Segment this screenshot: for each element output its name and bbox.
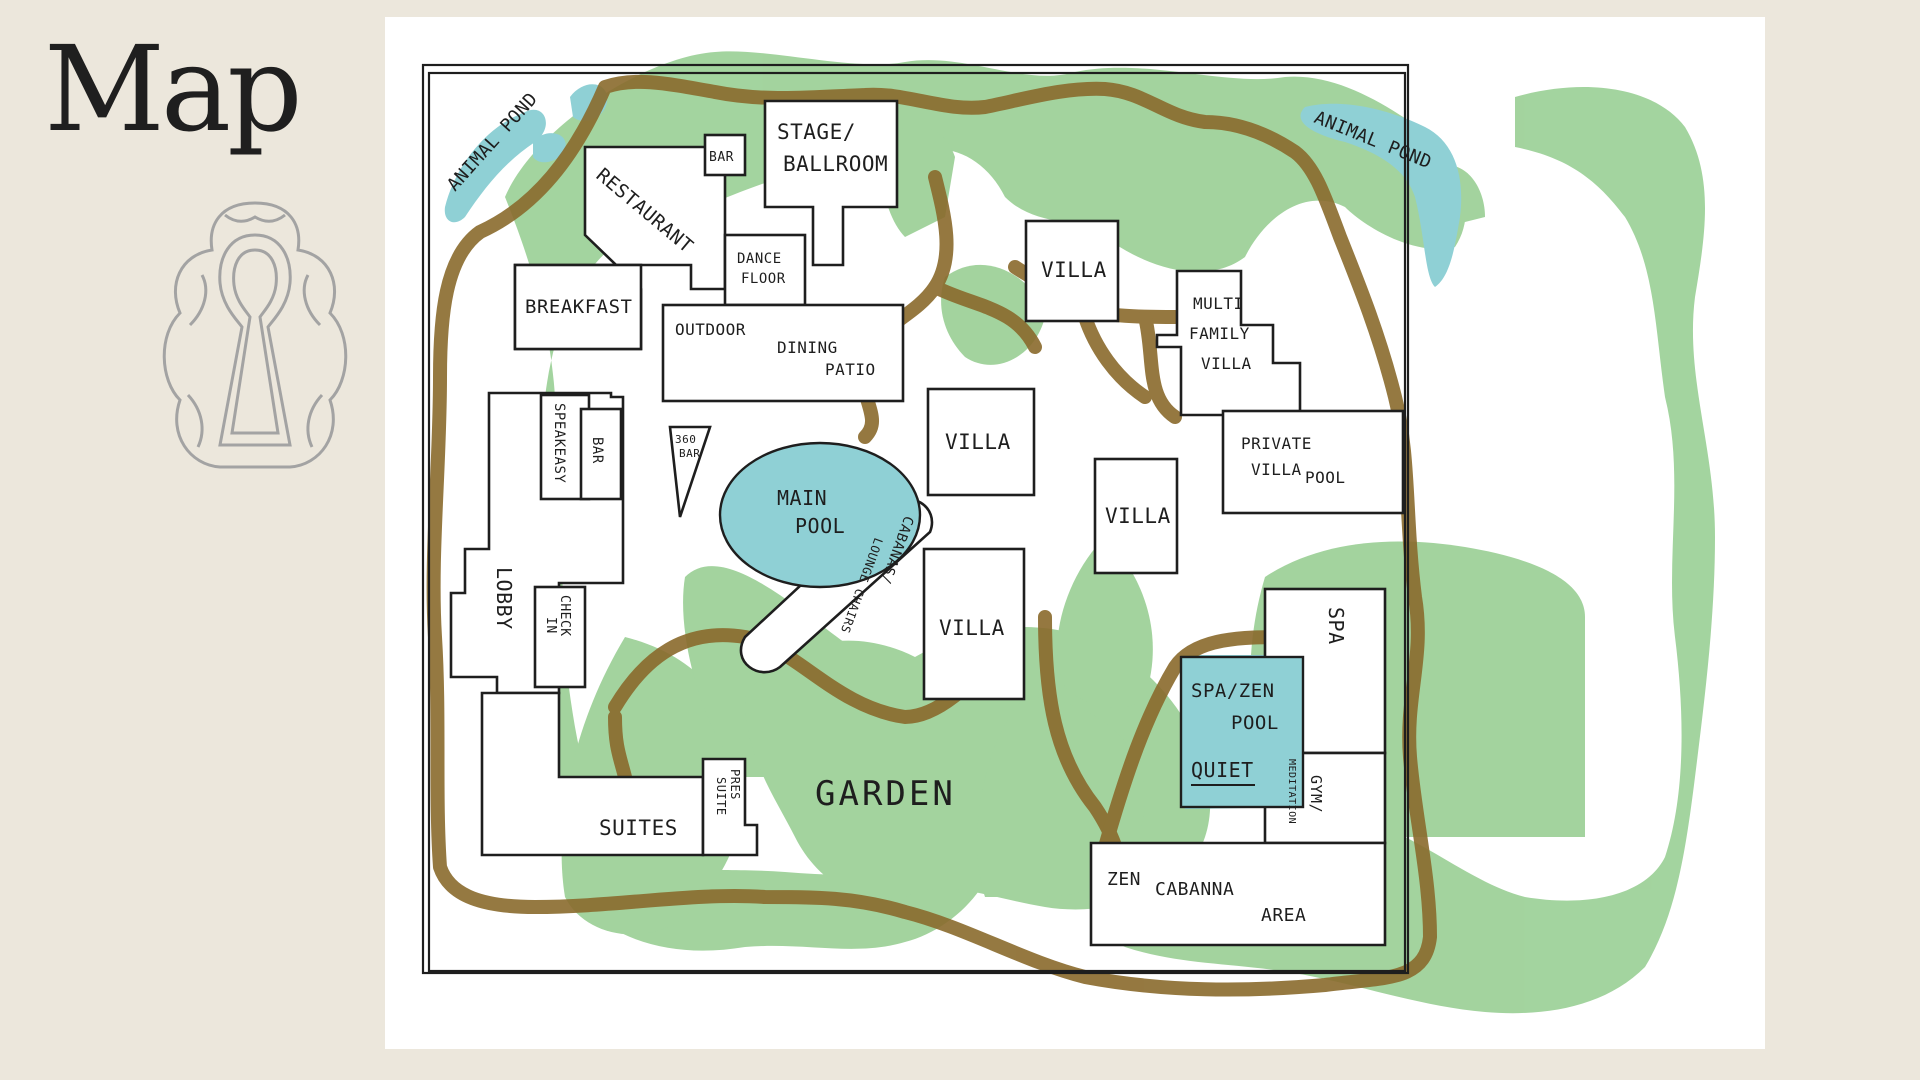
label-main-pool: POOL xyxy=(795,514,845,538)
label-villa-2: VILLA xyxy=(945,430,1011,454)
label-meditation: MEDITATION xyxy=(1286,759,1297,824)
label-360: 360 xyxy=(675,433,696,446)
animal-pond-right xyxy=(1300,103,1462,287)
label-area: AREA xyxy=(1261,905,1306,926)
pond-small-2 xyxy=(533,133,566,163)
label-dining: DINING xyxy=(777,338,838,357)
label-outdoor: OUTDOOR xyxy=(675,320,746,339)
bar-360-building xyxy=(668,425,712,518)
villa-building-2 xyxy=(926,387,1036,497)
pres-suite-building xyxy=(701,757,759,857)
label-ballroom: BALLROOM xyxy=(783,152,888,176)
label-family: FAMILY xyxy=(1189,324,1250,343)
label-floor: FLOOR xyxy=(741,271,786,287)
map-border xyxy=(421,63,1410,975)
label-private-pool: POOL xyxy=(1305,468,1346,487)
label-suites: SUITES xyxy=(599,816,678,840)
label-pres-suite: SUITE xyxy=(714,777,728,816)
label-breakfast: BREAKFAST xyxy=(525,296,632,318)
villa-building-1 xyxy=(1024,219,1120,323)
label-main: MAIN xyxy=(777,486,827,510)
zen-cabanna-building xyxy=(1089,841,1387,947)
main-pool-outline xyxy=(718,441,922,589)
label-restaurant-bar: BAR xyxy=(709,150,734,165)
stage-ballroom-building xyxy=(763,99,899,267)
lobby-bar-building xyxy=(579,407,623,501)
animal-pond-left xyxy=(444,109,546,223)
label-villa-3: VILLA xyxy=(1105,504,1171,528)
restaurant-bar-building xyxy=(703,133,747,177)
label-villa-1: VILLA xyxy=(1041,258,1107,282)
label-private-villa: VILLA xyxy=(1251,460,1302,479)
label-in: IN xyxy=(543,617,558,634)
label-lobby-bar: BAR xyxy=(589,437,605,464)
label-villa-4: VILLA xyxy=(939,616,1005,640)
label-quiet: QUIET xyxy=(1191,758,1254,782)
page-title: Map xyxy=(44,20,303,158)
villa-building-3 xyxy=(1093,457,1179,575)
label-stage: STAGE/ xyxy=(777,120,856,144)
outdoor-dining-building xyxy=(661,303,905,403)
label-gym: GYM/ xyxy=(1307,775,1325,813)
dance-floor-building xyxy=(723,233,807,307)
spa-zen-pool-outline xyxy=(1179,655,1305,809)
label-spa-zen-pool: POOL xyxy=(1231,712,1279,734)
check-in-building xyxy=(533,585,587,689)
label-check: CHECK xyxy=(557,595,572,637)
label-patio: PATIO xyxy=(825,360,876,379)
label-dance: DANCE xyxy=(737,251,782,267)
label-spa: SPA xyxy=(1324,607,1348,645)
breakfast-building xyxy=(513,263,643,351)
ornate-keyhole-icon xyxy=(162,201,348,469)
label-multi: MULTI xyxy=(1193,294,1244,313)
pools-outline xyxy=(718,441,1305,809)
label-pres: PRES xyxy=(728,769,742,800)
villa-building-4 xyxy=(922,547,1026,701)
multi-family-villa-building xyxy=(1155,269,1302,417)
label-speakeasy: SPEAKEASY xyxy=(551,403,567,483)
label-garden: GARDEN xyxy=(815,774,956,814)
label-multi-villa: VILLA xyxy=(1201,354,1252,373)
resort-map: ANIMAL POND ANIMAL POND RESTAURANT BAR B… xyxy=(421,51,1715,1014)
label-360-bar: BAR xyxy=(679,447,700,460)
label-zen: ZEN xyxy=(1107,869,1141,890)
label-private: PRIVATE xyxy=(1241,434,1312,453)
label-lobby: LOBBY xyxy=(492,567,516,630)
label-cabanna: CABANNA xyxy=(1155,879,1234,900)
map-sheet: ANIMAL POND ANIMAL POND RESTAURANT BAR B… xyxy=(385,17,1765,1049)
private-villa-pool-building xyxy=(1221,409,1405,515)
buildings xyxy=(449,99,1405,947)
label-spa-zen: SPA/ZEN xyxy=(1191,680,1275,702)
